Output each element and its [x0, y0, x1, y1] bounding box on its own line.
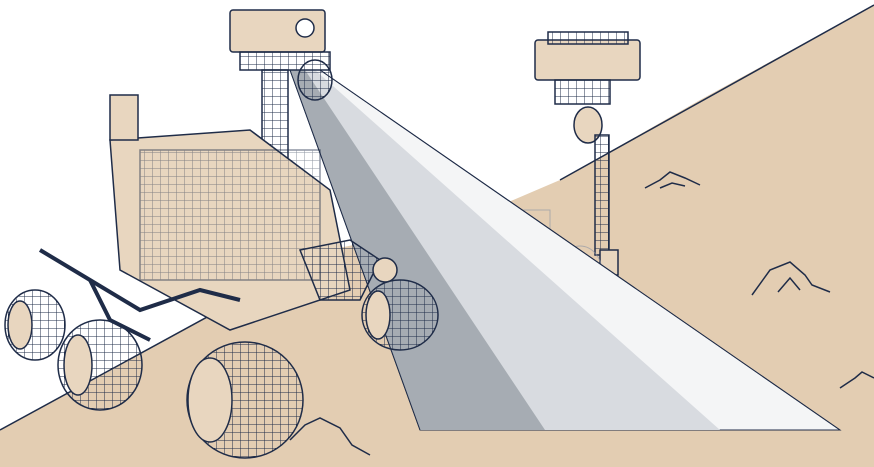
mast-camera-icon: [534, 31, 641, 276]
rock-icon: [289, 171, 874, 456]
rover-illustration: [4, 9, 439, 459]
